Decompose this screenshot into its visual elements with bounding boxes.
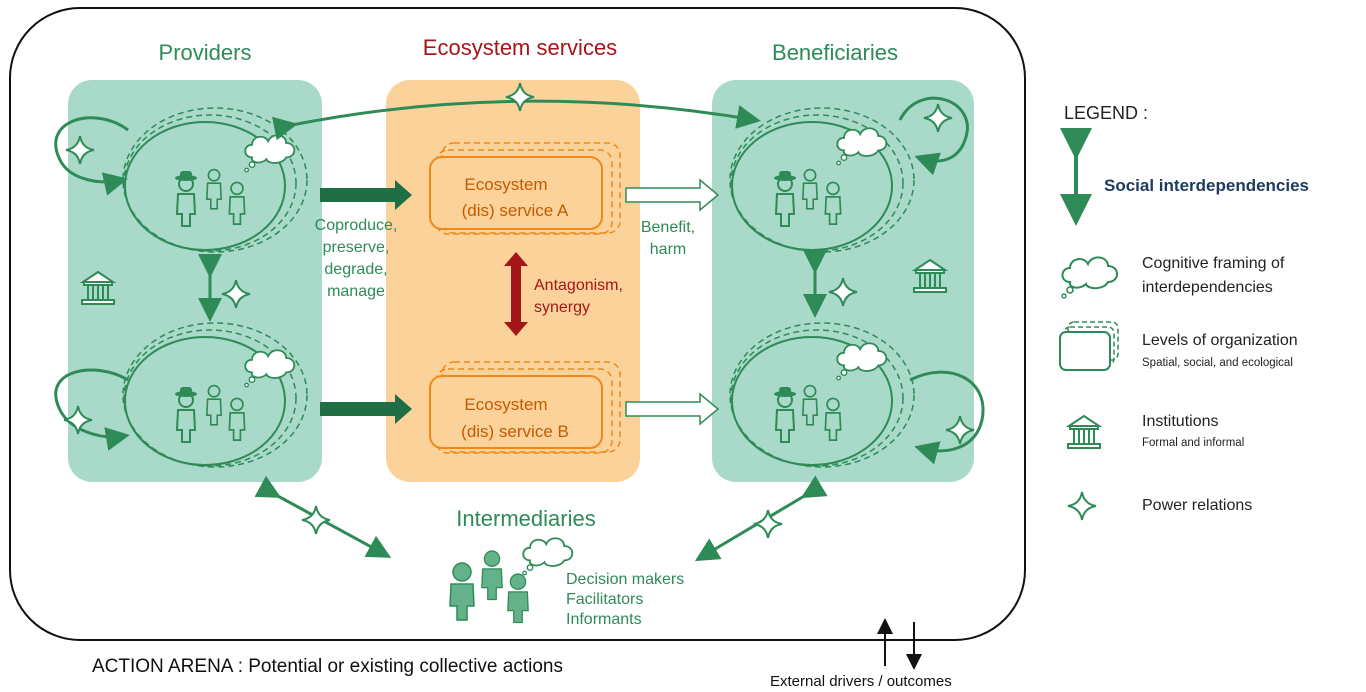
thought-bubble-icon (521, 537, 574, 576)
intermediaries-title: Intermediaries (456, 506, 595, 531)
provider-beneficiary-link (272, 82, 761, 141)
legend-label-institutions: Institutions (1142, 413, 1218, 430)
service-interaction-arrow (504, 252, 528, 336)
services-title: Ecosystem services (423, 35, 617, 60)
four-point-star-icon (1067, 491, 1097, 521)
provider-intermediary-link (254, 475, 392, 558)
provider-action-2: preserve, (323, 239, 390, 256)
beneficiary-interdependency (803, 250, 858, 318)
provider-interdependency (198, 254, 251, 322)
external-drivers-arrows (877, 618, 922, 670)
providers-panel (68, 80, 322, 482)
beneficiary-group-bottom (729, 322, 985, 468)
thought-bubble-icon (1061, 256, 1118, 299)
interaction-label-1: Antagonism, (534, 277, 623, 294)
external-drivers-caption: External drivers / outcomes (770, 673, 952, 690)
benefit-label-2: harm (650, 241, 686, 258)
service-a-line2: (dis) service A (462, 201, 569, 220)
service-a-to-beneficiary-arrow (625, 178, 720, 212)
legend-label-cognitive: Cognitive framing of (1142, 255, 1285, 272)
service-a-box: Ecosystem (dis) service A (429, 142, 621, 235)
action-arena-frame (9, 7, 1026, 641)
intermediary-role-1: Decision makers (566, 571, 684, 588)
institution-icon (1067, 415, 1101, 449)
intermediaries-people (449, 537, 574, 624)
interaction-label-2: synergy (534, 299, 590, 316)
service-b-line2: (dis) service B (461, 422, 569, 441)
service-b-to-beneficiary-arrow (625, 392, 720, 426)
legend-label-cognitive-2: interdependencies (1142, 279, 1273, 296)
legend-label-power: Power relations (1142, 497, 1252, 514)
provider-group-top (54, 107, 308, 253)
providers-title: Providers (159, 40, 252, 65)
legend: LEGEND : Social interdependencies Cognit… (1059, 103, 1309, 521)
legend-title: LEGEND : (1064, 103, 1148, 123)
service-b-line1: Ecosystem (464, 395, 547, 414)
provider-action-4: manage (327, 283, 385, 300)
service-a-line1: Ecosystem (464, 175, 547, 194)
service-b-box: Ecosystem (dis) service B (429, 361, 621, 454)
beneficiary-intermediary-link (694, 475, 828, 562)
benefit-label-1: Benefit, (641, 219, 695, 236)
intermediary-role-2: Facilitators (566, 591, 643, 608)
provider-to-service-b-arrow (320, 394, 412, 424)
provider-to-service-a-arrow (320, 180, 412, 210)
beneficiaries-title: Beneficiaries (772, 40, 898, 65)
legend-label-social: Social interdependencies (1104, 176, 1309, 195)
intermediary-role-3: Informants (566, 611, 642, 628)
stacked-frames-icon (1059, 321, 1119, 371)
legend-sub-levels: Spatial, social, and ecological (1142, 357, 1293, 369)
legend-sub-institutions: Formal and informal (1142, 437, 1244, 449)
provider-group-bottom (54, 322, 308, 468)
provider-action-1: Coproduce, (315, 217, 398, 234)
provider-action-3: degrade, (324, 261, 387, 278)
action-arena-caption: ACTION ARENA : Potential or existing col… (92, 656, 563, 677)
legend-label-levels: Levels of organization (1142, 332, 1298, 349)
